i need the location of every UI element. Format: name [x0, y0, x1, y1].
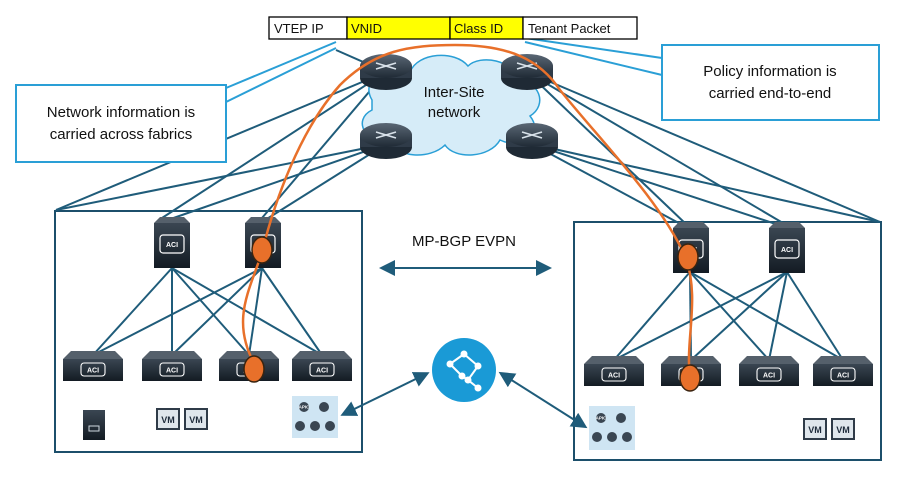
vm-chip-icon-left-1: VM	[156, 408, 180, 430]
callout-right-line2: carried end-to-end	[709, 85, 832, 102]
fabric-right-box	[573, 221, 882, 461]
aci-label: ACI	[763, 373, 775, 380]
header-label-tenant-packet: Tenant Packet	[528, 21, 611, 36]
path-marker-right-leaf	[679, 364, 701, 392]
callout-left-line2: carried across fabrics	[50, 126, 193, 143]
aci-label: ACI	[316, 368, 328, 375]
apic-label: APIC	[299, 405, 311, 410]
header-label-class-id: Class ID	[454, 21, 503, 36]
leaf-switch-icon-right-3: ACI	[739, 356, 799, 386]
right-fabric-links	[613, 271, 844, 361]
aci-label: ACI	[608, 373, 620, 380]
fabric-left-box	[54, 210, 363, 453]
apic-cluster-icon-right: APIC	[589, 406, 635, 450]
router-icon-isn-bottom-left	[360, 123, 412, 159]
spine-switch-icon-right-2: ACI	[769, 222, 805, 273]
apic-label: APIC	[596, 416, 608, 421]
aci-label: ACI	[166, 368, 178, 375]
vm-label: VM	[808, 425, 822, 435]
spine-switch-icon-left-1: ACI	[154, 217, 190, 268]
server-icon	[83, 410, 105, 440]
callout-network-info: Network information is carried across fa…	[15, 84, 227, 163]
callout-pointers	[225, 37, 663, 103]
path-marker-right-spine	[677, 243, 699, 271]
vm-chip-icon-left-2: VM	[184, 408, 208, 430]
isn-links	[55, 49, 881, 229]
path-marker-left-spine	[251, 236, 273, 264]
cloud-label-line1: Inter-Site	[424, 84, 485, 101]
router-icon-isn-bottom-right	[506, 123, 558, 159]
leaf-switch-icon-right-4: ACI	[813, 356, 873, 386]
leaf-switch-icon-left-4: ACI	[292, 351, 352, 381]
leaf-switch-icon-right-1: ACI	[584, 356, 644, 386]
leaf-switch-icon-left-2: ACI	[142, 351, 202, 381]
cloud-label-line2: network	[428, 104, 481, 121]
orchestrator-right-arrow	[498, 371, 588, 429]
apic-cluster-icon-left: APIC	[292, 396, 338, 438]
path-marker-left-leaf	[243, 355, 265, 383]
router-icon-isn-top-right	[501, 54, 553, 90]
callout-policy-info: Policy information is carried end-to-end	[661, 44, 880, 121]
vm-chip-icon-right-1: VM	[803, 418, 827, 440]
orchestrator-left-arrow	[340, 372, 430, 416]
vm-label: VM	[161, 415, 175, 425]
router-icon-isn-top-left	[360, 54, 412, 90]
aci-label: ACI	[87, 368, 99, 375]
header-label-vtep-ip: VTEP IP	[274, 21, 324, 36]
vm-label: VM	[836, 425, 850, 435]
packet-header-bar: VTEP IP VNID Class ID Tenant Packet	[268, 16, 638, 40]
leaf-switch-icon-left-1: ACI	[63, 351, 123, 381]
header-field-tenant-packet	[522, 16, 638, 40]
mp-bgp-evpn-label: MP-BGP EVPN	[412, 233, 516, 250]
header-label-vnid: VNID	[351, 21, 382, 36]
aci-label: ACI	[837, 373, 849, 380]
left-fabric-links	[92, 267, 323, 356]
aci-label: ACI	[781, 247, 793, 254]
callout-left-line1: Network information is	[47, 104, 195, 121]
vm-chip-icon-right-2: VM	[831, 418, 855, 440]
vm-label: VM	[189, 415, 203, 425]
aci-label: ACI	[166, 242, 178, 249]
callout-right-line1: Policy information is	[703, 63, 836, 80]
orchestrator-icon	[432, 338, 496, 402]
